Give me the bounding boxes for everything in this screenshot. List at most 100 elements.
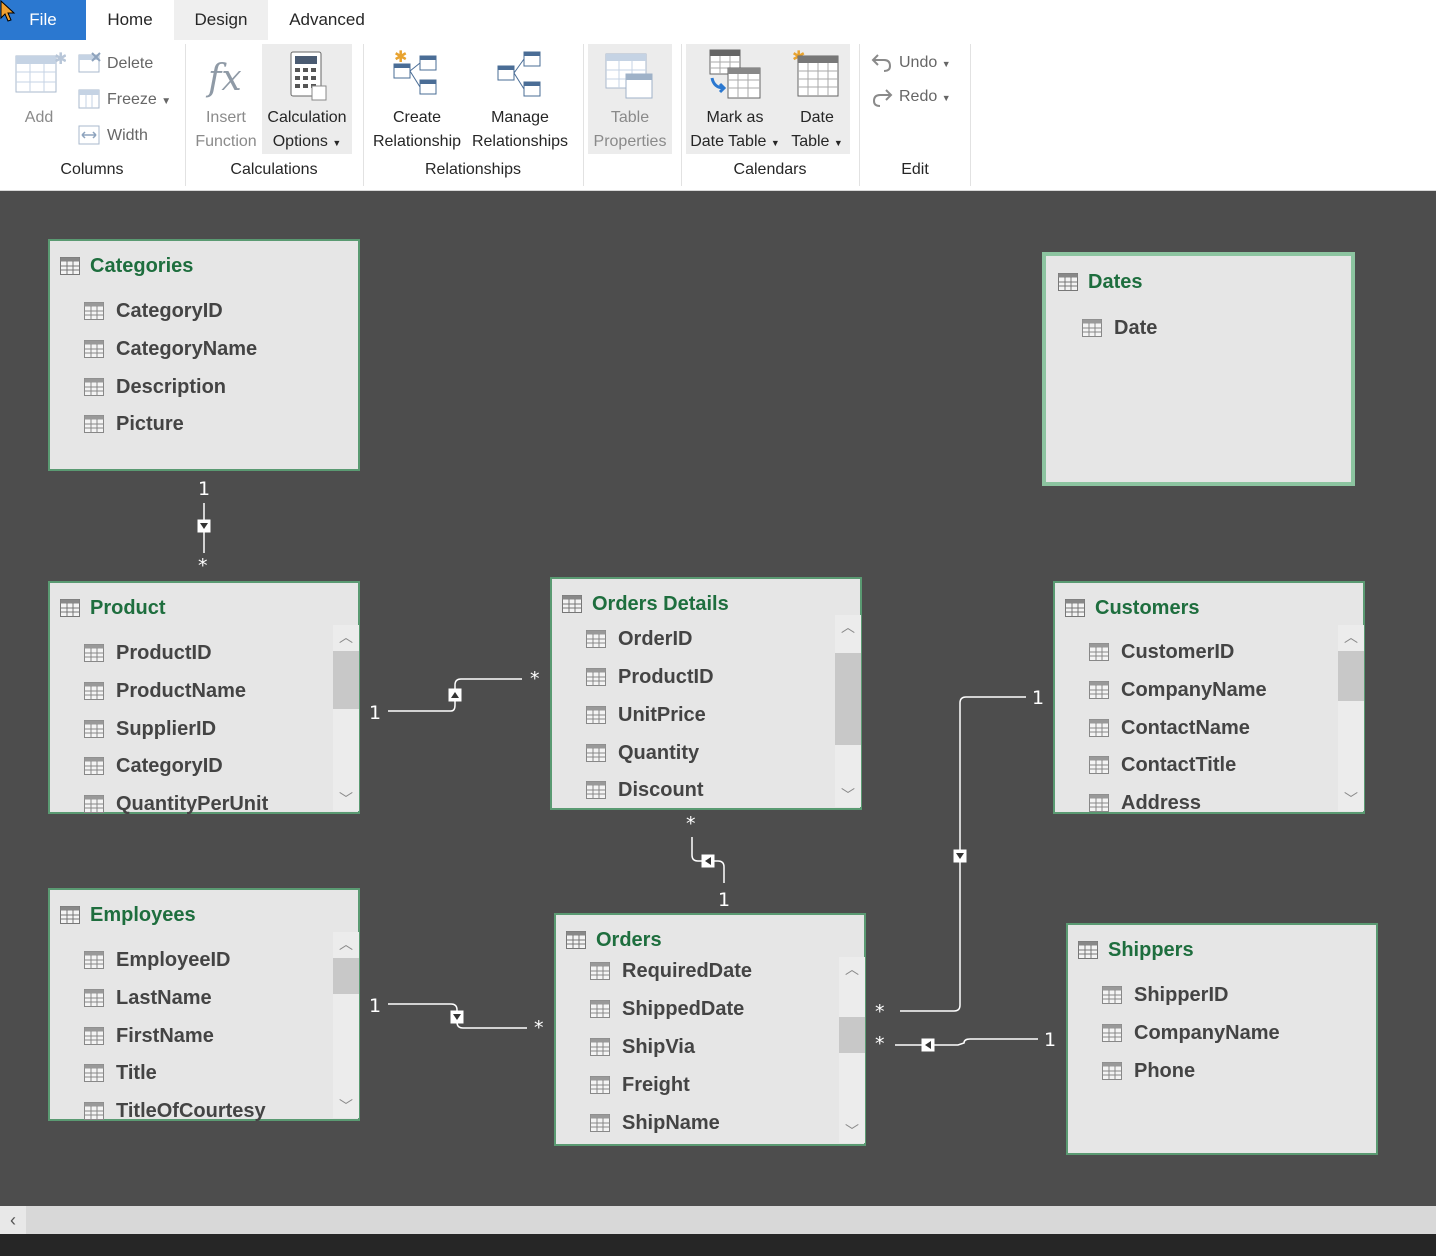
add-button[interactable]: Add xyxy=(24,109,54,126)
ribbon-separator xyxy=(583,44,584,186)
column-name: Phone xyxy=(1134,1060,1196,1082)
column-item[interactable]: SupplierID xyxy=(84,716,216,742)
relationship-line[interactable] xyxy=(895,1038,1038,1046)
diagram-canvas[interactable]: 1 * 1 * * 1 1 * * 1 1 * Categories Categ… xyxy=(0,191,1436,1206)
column-item[interactable]: RequiredDate xyxy=(590,958,752,984)
scroll-up-icon[interactable]: ︿ xyxy=(845,961,859,977)
column-item[interactable]: FirstName xyxy=(84,1023,214,1049)
column-item[interactable]: EmployeeID xyxy=(84,947,230,973)
delete-button[interactable]: Delete xyxy=(107,55,154,72)
column-name: LastName xyxy=(116,987,212,1009)
column-item[interactable]: ShipName xyxy=(590,1110,720,1136)
table-customers[interactable]: Customers CustomerID CompanyName Contact… xyxy=(1053,581,1365,814)
vertical-scrollbar[interactable]: ︿ ﹀ xyxy=(333,932,359,1118)
column-list[interactable]: RequiredDate ShippedDate ShipVia Freight… xyxy=(556,955,864,1146)
manage-relationships-line1: Manage xyxy=(491,109,549,126)
column-list[interactable]: OrderID ProductID UnitPrice Quantity Dis… xyxy=(552,623,860,810)
scroll-up-icon[interactable]: ︿ xyxy=(1344,629,1358,645)
column-item[interactable]: Picture xyxy=(84,411,184,437)
column-item[interactable]: CustomerID xyxy=(1089,639,1234,665)
column-item[interactable]: LastName xyxy=(84,985,212,1011)
scroll-up-icon[interactable]: ︿ xyxy=(339,936,353,952)
column-list[interactable]: CustomerID CompanyName ContactName Conta… xyxy=(1055,627,1363,814)
column-item[interactable]: ContactTitle xyxy=(1089,752,1236,778)
column-icon xyxy=(84,1063,104,1082)
column-item[interactable]: ProductName xyxy=(84,678,246,704)
column-item[interactable]: ShippedDate xyxy=(590,996,744,1022)
redo-button[interactable]: Redo ▼ xyxy=(899,86,951,109)
table-orders-details[interactable]: Orders Details OrderID ProductID UnitPri… xyxy=(550,577,862,810)
column-item[interactable]: ContactName xyxy=(1089,715,1250,741)
column-icon xyxy=(1089,718,1109,737)
scroll-down-icon[interactable]: ﹀ xyxy=(1344,791,1358,807)
insert-function-button[interactable]: Insert Function xyxy=(190,106,262,154)
column-item[interactable]: Discount xyxy=(586,777,704,803)
table-shippers[interactable]: Shippers ShipperID CompanyName Phone xyxy=(1066,923,1378,1155)
scroll-down-icon[interactable]: ﹀ xyxy=(339,791,353,807)
scrollbar-thumb[interactable] xyxy=(1338,651,1364,701)
scroll-left-icon[interactable]: ‹ xyxy=(0,1206,26,1234)
column-item[interactable]: OrderID xyxy=(586,626,692,652)
column-item[interactable]: UnitPrice xyxy=(586,702,706,728)
tab-home[interactable]: Home xyxy=(107,10,153,29)
column-item[interactable]: ProductID xyxy=(84,640,212,666)
table-employees[interactable]: Employees EmployeeID LastName FirstName … xyxy=(48,888,360,1121)
column-list[interactable]: ProductID ProductName SupplierID Categor… xyxy=(50,627,358,814)
column-item[interactable]: Quantity xyxy=(586,740,699,766)
column-item[interactable]: TitleOfCourtesy xyxy=(84,1098,266,1121)
table-properties-button[interactable]: Table Properties xyxy=(588,106,672,154)
mark-as-date-table-button[interactable]: Mark as Date Table ▼ xyxy=(686,106,784,155)
scroll-down-icon[interactable]: ﹀ xyxy=(841,787,855,803)
ribbon: ✱ Add Delete Freeze ▼ Width Columns fx I… xyxy=(0,40,1436,191)
column-item[interactable]: Phone xyxy=(1102,1058,1195,1084)
vertical-scrollbar[interactable]: ︿ ﹀ xyxy=(835,615,861,807)
scrollbar-thumb[interactable] xyxy=(333,958,359,994)
column-item[interactable]: QuantityPerUnit xyxy=(84,791,268,814)
freeze-button[interactable]: Freeze ▼ xyxy=(107,89,171,113)
tab-advanced[interactable]: Advanced xyxy=(289,10,365,29)
calculation-options-line1: Calculation xyxy=(267,109,347,126)
column-item[interactable]: ShipperID xyxy=(1102,982,1228,1008)
scroll-down-icon[interactable]: ﹀ xyxy=(845,1123,859,1139)
table-product[interactable]: Product ProductID ProductName SupplierID… xyxy=(48,581,360,814)
ribbon-separator xyxy=(859,44,860,186)
column-icon xyxy=(1089,755,1109,774)
column-item[interactable]: Address xyxy=(1089,790,1201,814)
horizontal-scrollbar[interactable]: ‹ xyxy=(0,1206,1436,1234)
column-item[interactable]: CategoryName xyxy=(84,336,257,362)
column-item[interactable]: Title xyxy=(84,1060,157,1086)
scrollbar-thumb[interactable] xyxy=(333,651,359,709)
column-item[interactable]: ShipVia xyxy=(590,1034,695,1060)
column-item[interactable]: Description xyxy=(84,374,226,400)
calculation-options-button[interactable]: Calculation Options ▼ xyxy=(262,106,352,155)
column-item[interactable]: CategoryID xyxy=(84,298,223,324)
tab-design[interactable]: Design xyxy=(174,0,268,40)
table-categories[interactable]: Categories CategoryID CategoryName Descr… xyxy=(48,239,360,471)
vertical-scrollbar[interactable]: ︿ ﹀ xyxy=(839,957,865,1143)
table-orders[interactable]: Orders RequiredDate ShippedDate ShipVia … xyxy=(554,913,866,1146)
column-item[interactable]: Freight xyxy=(590,1072,690,1098)
column-item[interactable]: Date xyxy=(1082,315,1157,341)
vertical-scrollbar[interactable]: ︿ ﹀ xyxy=(1338,625,1364,811)
undo-button[interactable]: Undo ▼ xyxy=(899,52,951,75)
column-item[interactable]: ProductID xyxy=(586,664,714,690)
column-item[interactable]: CompanyName xyxy=(1102,1020,1280,1046)
column-icon xyxy=(590,1113,610,1132)
column-list[interactable]: EmployeeID LastName FirstName Title Titl… xyxy=(50,934,358,1121)
vertical-scrollbar[interactable]: ︿ ﹀ xyxy=(333,625,359,811)
mark-as-date-table-line2: Date Table xyxy=(690,133,767,150)
manage-relationships-button[interactable]: Manage Relationships xyxy=(470,106,570,154)
date-table-button[interactable]: Date Table ▼ xyxy=(786,106,848,155)
table-dates[interactable]: Dates Date xyxy=(1042,252,1355,486)
width-button[interactable]: Width xyxy=(107,127,148,144)
scroll-up-icon[interactable]: ︿ xyxy=(339,629,353,645)
scroll-up-icon[interactable]: ︿ xyxy=(841,619,855,635)
column-item[interactable]: CategoryID xyxy=(84,753,223,779)
scrollbar-thumb[interactable] xyxy=(839,1017,865,1053)
scrollbar-thumb[interactable] xyxy=(835,653,861,745)
column-item[interactable]: CompanyName xyxy=(1089,677,1267,703)
tab-file[interactable]: File xyxy=(0,0,86,40)
scroll-down-icon[interactable]: ﹀ xyxy=(339,1098,353,1114)
date-table-line1: Date xyxy=(800,109,834,126)
create-relationship-button[interactable]: Create Relationship xyxy=(368,106,466,154)
